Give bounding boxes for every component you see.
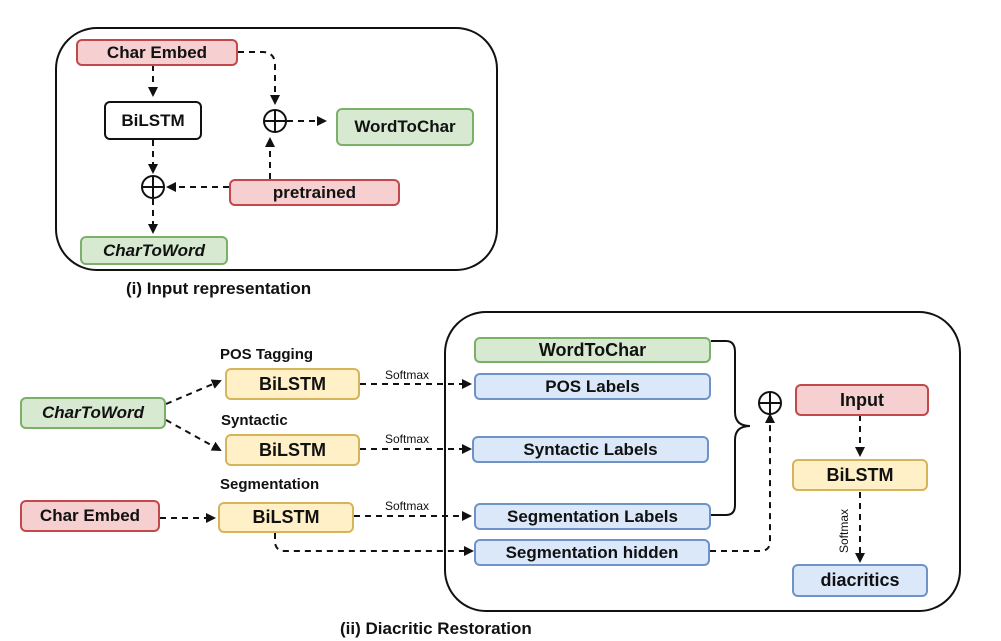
bilstm-node: BiLSTM bbox=[104, 101, 202, 140]
section-segmentation: Segmentation bbox=[220, 476, 320, 493]
circled-plus-icon bbox=[263, 109, 287, 133]
merge-brace bbox=[711, 340, 751, 516]
pretrained-node: pretrained bbox=[229, 179, 400, 206]
char-embed-node-ii: Char Embed bbox=[20, 500, 160, 532]
input-representation-panel bbox=[55, 27, 498, 271]
edge-charembed-plus-top bbox=[238, 51, 280, 105]
word-to-char-node-ii: WordToChar bbox=[474, 337, 711, 363]
panel-i-caption: (i) Input representation bbox=[126, 279, 312, 298]
diacritics-node: diacritics bbox=[792, 564, 928, 597]
section-syntactic: Syntactic bbox=[221, 412, 288, 429]
char-to-word-node-ii: CharToWord bbox=[20, 397, 166, 429]
softmax-segmentation-label: Softmax bbox=[385, 499, 430, 513]
segmentation-labels-node: Segmentation Labels bbox=[474, 503, 711, 530]
char-embed-node: Char Embed bbox=[76, 39, 238, 66]
word-to-char-node: WordToChar bbox=[336, 108, 474, 146]
edge-seg-hidden bbox=[274, 533, 474, 556]
bilstm-segmentation-node: BiLSTM bbox=[218, 502, 354, 533]
edge-chartoword-pos bbox=[165, 379, 222, 405]
syntactic-labels-node: Syntactic Labels bbox=[472, 436, 709, 463]
bilstm-diacritics-node: BiLSTM bbox=[792, 459, 928, 491]
char-to-word-node: CharToWord bbox=[80, 236, 228, 265]
segmentation-hidden-node: Segmentation hidden bbox=[474, 539, 710, 566]
circled-plus-icon bbox=[758, 391, 782, 415]
section-pos-tagging: POS Tagging bbox=[220, 346, 314, 363]
input-node: Input bbox=[795, 384, 929, 416]
bilstm-pos-node: BiLSTM bbox=[225, 368, 360, 400]
panel-ii-caption: (ii) Diacritic Restoration bbox=[340, 619, 532, 638]
softmax-pos-label: Softmax bbox=[385, 368, 430, 382]
edge-hidden-plus bbox=[710, 413, 775, 552]
circled-plus-icon bbox=[141, 175, 165, 199]
pos-labels-node: POS Labels bbox=[474, 373, 711, 400]
edge-chartoword-syn bbox=[165, 419, 222, 451]
bilstm-syntactic-node: BiLSTM bbox=[225, 434, 360, 466]
softmax-syntactic-label: Softmax bbox=[385, 432, 430, 446]
softmax-diacritics-label: Softmax bbox=[837, 508, 852, 554]
